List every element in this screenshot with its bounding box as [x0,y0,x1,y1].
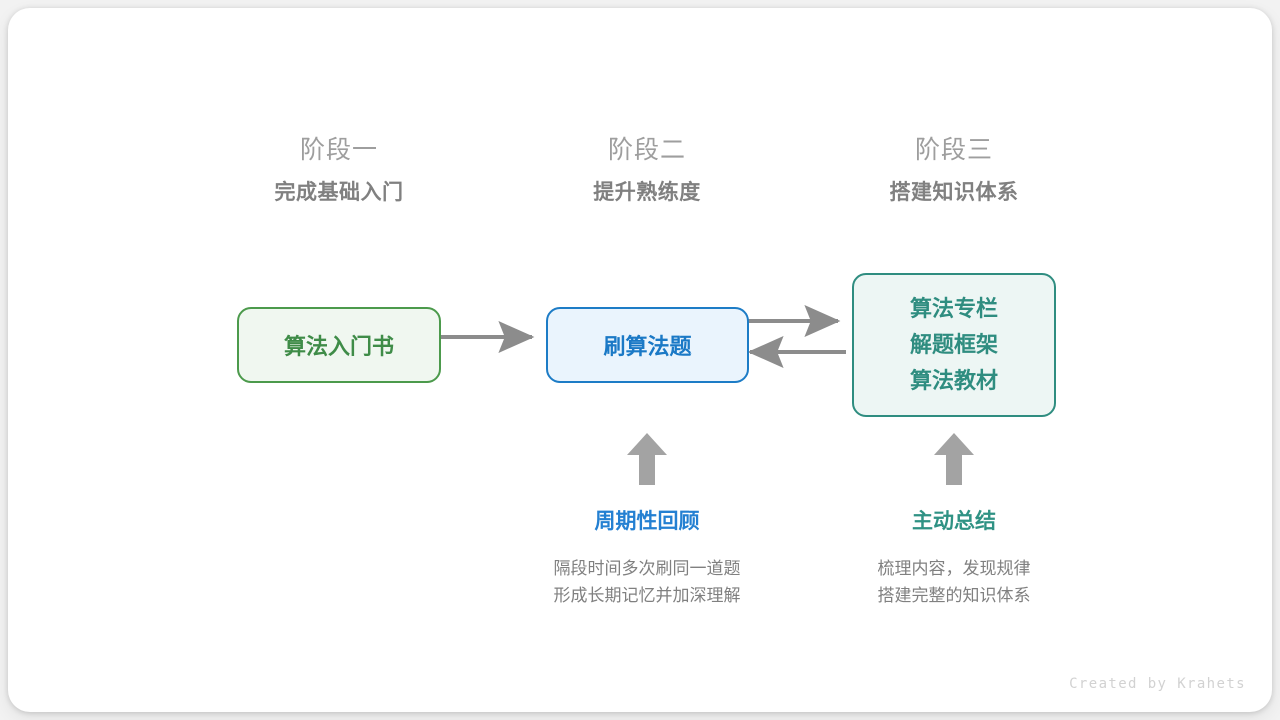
stage-column-1: 阶段一 完成基础入门 [209,132,469,207]
note-periodic-review: 周期性回顾 隔段时间多次刷同一道题 形成长期记忆并加深理解 [497,436,797,609]
node-intro-book[interactable]: 算法入门书 [237,307,441,383]
stage-1-title: 完成基础入门 [274,181,404,204]
watermark: Created by Krahets [1069,676,1246,692]
stage-column-3: 阶段三 搭建知识体系 [824,132,1084,207]
node-practice-problems[interactable]: 刷算法题 [546,307,749,383]
stage-1-index: 阶段一 [299,136,378,164]
note-periodic-review-desc: 隔段时间多次刷同一道题 形成长期记忆并加深理解 [497,555,797,609]
node-resources-line-1: 算法专栏 [909,296,998,321]
node-resources-line-3: 算法教材 [909,368,998,393]
note-active-summary-desc-line-1: 梳理内容，发现规律 [877,559,1031,578]
note-active-summary-title: 主动总结 [912,510,996,533]
note-active-summary: 主动总结 梳理内容，发现规律 搭建完整的知识体系 [804,436,1104,609]
note-active-summary-desc: 梳理内容，发现规律 搭建完整的知识体系 [804,555,1104,609]
note-periodic-review-title: 周期性回顾 [594,510,700,533]
diagram-card: 阶段一 完成基础入门 阶段二 提升熟练度 阶段三 搭建知识体系 [8,8,1272,712]
stage-column-2: 阶段二 提升熟练度 [517,132,777,207]
node-practice-problems-label: 刷算法题 [603,334,692,359]
stage-3-index: 阶段三 [914,136,993,164]
node-resources[interactable]: 算法专栏 解题框架 算法教材 [852,273,1056,417]
stage-2-index: 阶段二 [607,136,686,164]
node-intro-book-label: 算法入门书 [283,334,394,359]
note-periodic-review-desc-line-1: 隔段时间多次刷同一道题 [553,559,741,578]
stage-3-title: 搭建知识体系 [889,181,1019,204]
note-periodic-review-desc-line-2: 形成长期记忆并加深理解 [553,586,741,605]
note-active-summary-desc-line-2: 搭建完整的知识体系 [877,586,1031,605]
node-resources-line-2: 解题框架 [909,332,998,357]
stage-2-title: 提升熟练度 [593,181,701,204]
